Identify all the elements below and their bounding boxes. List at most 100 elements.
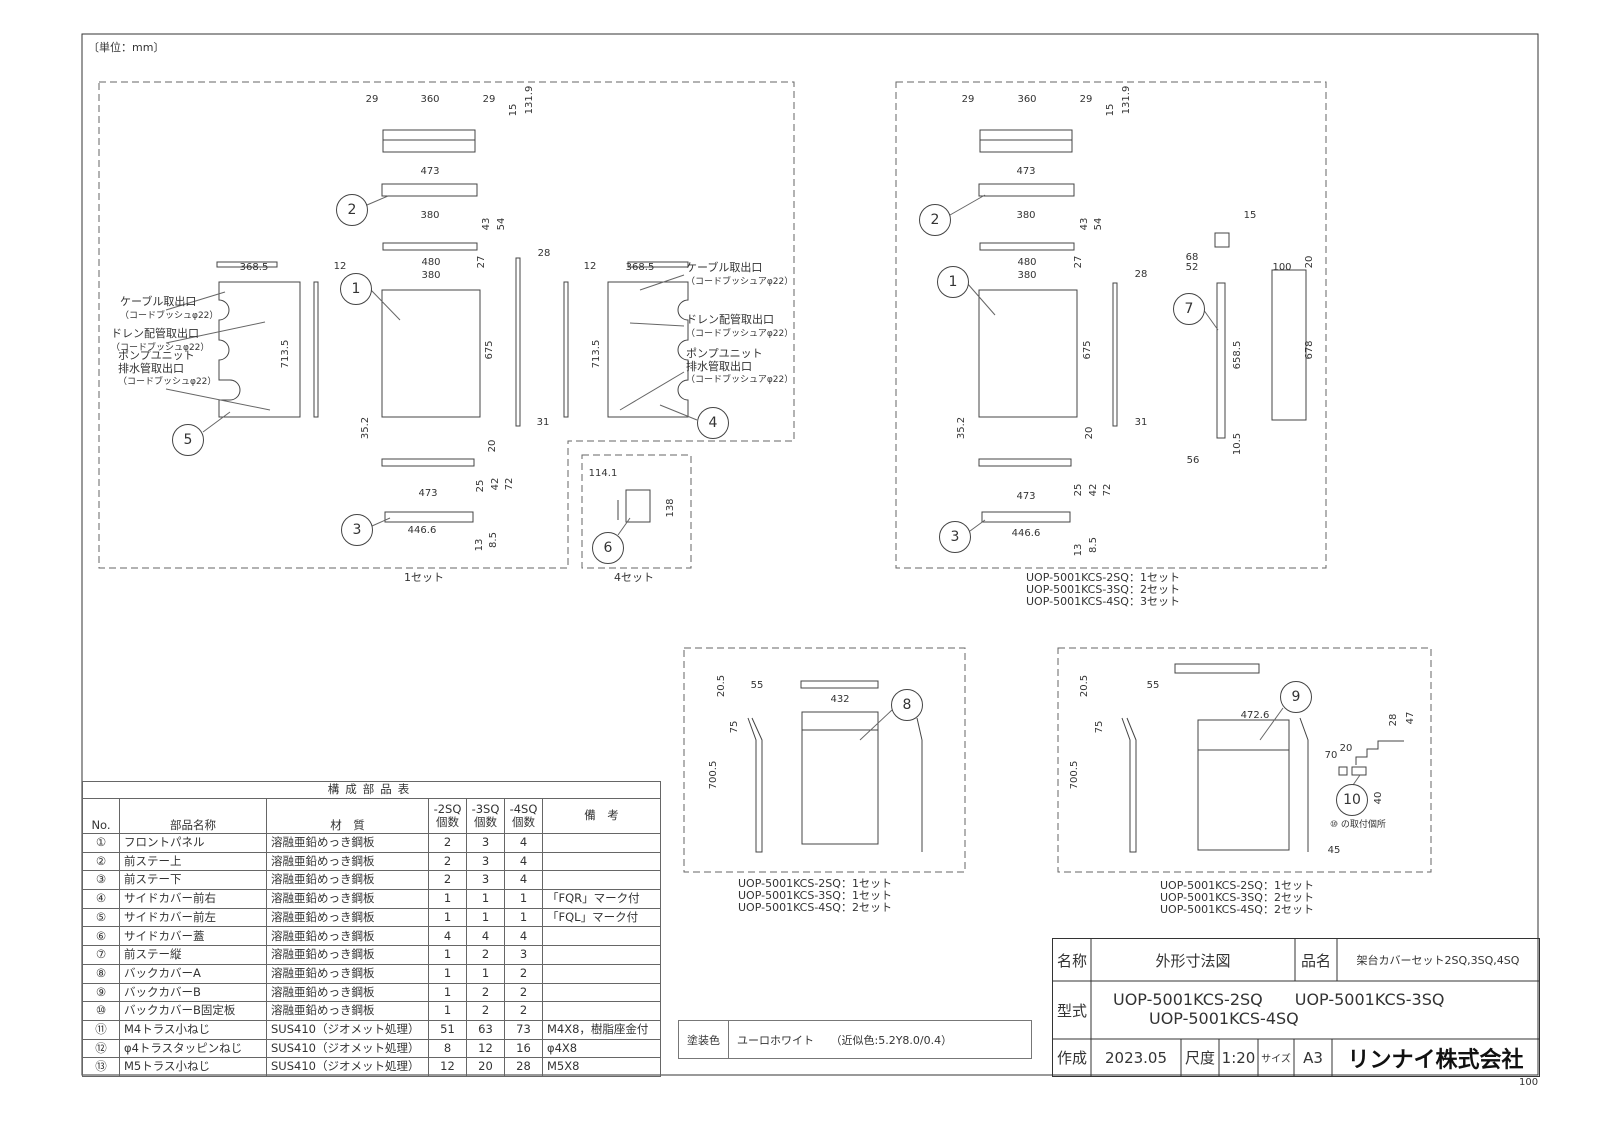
dim: 446.6 [1011,528,1041,539]
qty-4sq: 28 [504,1057,543,1077]
dim: 68 [1185,252,1199,263]
part-no: ⑪ [82,1019,120,1040]
qty-3sq: 4 [466,926,505,947]
qty-3sq: 2 [466,982,505,1003]
qty-4sq: 1 [504,889,543,909]
qty-2sq: 1 [428,907,467,928]
dim: 700.5 [1069,760,1080,790]
back-cover-b-parts [1121,663,1404,853]
qty-2sq: 2 [428,833,467,853]
left-parts [216,129,689,523]
qty-3sq: 2 [466,1001,505,1021]
part-name: フロントパネル [119,833,267,853]
part-no: ② [82,851,120,872]
part-note [542,963,661,984]
dim: 20.5 [716,674,727,698]
dim: 31 [536,417,550,428]
dim: 45 [1327,845,1341,856]
dim: 13 [474,538,485,552]
product-value: 架台カバーセット2SQ,3SQ,4SQ [1356,954,1520,967]
dim: 31 [1134,417,1148,428]
unit-label: 〔単位：mm〕 [88,41,165,54]
dim: 20 [1084,426,1095,440]
header-note: 備 考 [542,798,661,834]
header-qty-2sq: -2SQ 個数 [428,798,467,834]
model-line-2: UOP-5001KCS-4SQ [1149,1008,1299,1028]
dim: 55 [750,680,764,691]
set-note-left: 1セット [404,571,444,584]
part-name: バックカバーA [119,963,267,984]
dim: 368.5 [625,262,655,273]
dim: 432 [830,694,850,705]
header-no: No. [82,798,120,834]
dim: 15 [1105,103,1116,117]
dim: 35.2 [956,416,967,440]
header-qty-3sq: -3SQ 個数 [466,798,505,834]
scale-label: 尺度 [1184,1049,1215,1067]
dim: 380 [1017,270,1037,281]
callout-4: 4 [697,407,729,439]
callout-8: 8 [891,689,923,721]
leader-lines [165,194,1361,786]
label-fix-location: ⑩ の取付個所 [1330,820,1386,830]
callout-3-right: 3 [939,521,971,553]
qty-3sq: 3 [466,851,505,872]
dim: 114.1 [588,468,618,479]
paint-value: ユーロホワイト （近似色:5.2Y8.0/0.4） [737,1033,953,1047]
dim: 138 [665,498,676,518]
label-drain-outlet-right: ドレン配管取出口（コードブッシュアφ22） [686,313,794,339]
qty-3sq: 20 [466,1057,505,1077]
label-cable-outlet-right: ケーブル取出口（コードブッシュアφ22） [686,261,794,287]
dim: 25 [475,479,486,493]
dim: 28 [1388,713,1399,727]
label-cable-outlet-left: ケーブル取出口（コードブッシュφ22） [120,295,219,321]
part-name: サイドカバー蓋 [119,926,267,947]
header-qty-4sq: -4SQ 個数 [504,798,543,834]
paint-color-box: 塗装色 ユーロホワイト （近似色:5.2Y8.0/0.4） [678,1020,1032,1059]
size-label: サイズ [1261,1054,1291,1065]
qty-3sq: 1 [466,889,505,909]
back-cover-a-parts [747,680,923,853]
part-name: 前ステー上 [119,851,267,872]
part-note: M4X8，樹脂座金付 [542,1019,661,1040]
dim: 8.5 [1088,537,1099,553]
qty-3sq: 12 [466,1038,505,1059]
model-line-1: UOP-5001KCS-2SQ UOP-5001KCS-3SQ [1113,990,1445,1009]
dim: 28 [1134,269,1148,280]
part-note [542,1001,661,1021]
dim: 480 [1017,257,1037,268]
qty-2sq: 2 [428,851,467,872]
qty-2sq: 8 [428,1038,467,1059]
callout-6: 6 [592,532,624,564]
qty-3sq: 3 [466,870,505,891]
qty-2sq: 1 [428,982,467,1003]
dim: 55 [1146,680,1160,691]
dim: 72 [504,477,515,491]
dim: 13 [1073,543,1084,557]
dim: 473 [1016,491,1036,502]
dim: 54 [496,217,507,231]
part-material: SUS410（ジオメット処理） [266,1038,429,1059]
dim: 380 [1016,210,1036,221]
part-no: ⑩ [82,1001,120,1021]
part-material: SUS410（ジオメット処理） [266,1019,429,1040]
callout-2-right: 2 [919,204,951,236]
part-note: φ4X8 [542,1038,661,1059]
parts-table: 構成部品表 No. 部品名称 材 質 -2SQ 個数 -3SQ 個数 -4SQ … [82,781,661,1077]
dim: 54 [1093,217,1104,231]
dim: 8.5 [488,532,499,548]
dim: 20 [1304,255,1315,269]
qty-4sq: 4 [504,926,543,947]
dim: 713.5 [280,339,291,369]
label-drain-outlet-left: ドレン配管取出口（コードブッシュφ22） [111,327,210,353]
dim: 52 [1185,262,1199,273]
part-material: SUS410（ジオメット処理） [266,1057,429,1077]
size-value: A3 [1303,1048,1323,1067]
dim: 27 [476,255,487,269]
parts-table-header: No. 部品名称 材 質 -2SQ 個数 -3SQ 個数 -4SQ 個数 備 考 [82,798,661,834]
part-no: ⑧ [82,963,120,984]
